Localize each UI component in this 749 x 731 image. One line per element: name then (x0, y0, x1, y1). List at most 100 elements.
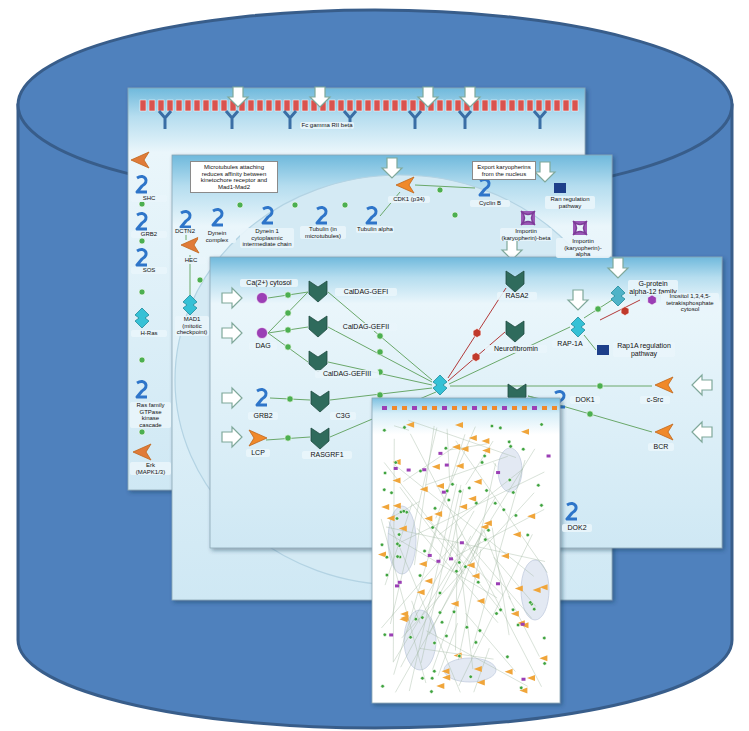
interaction-line (389, 521, 460, 692)
mini-enzyme (434, 511, 442, 517)
dot (447, 498, 451, 502)
interaction-line (492, 528, 509, 636)
interaction-line (268, 292, 308, 333)
interaction-line (436, 427, 476, 519)
membrane-segment (491, 100, 497, 111)
mini-enzyme (468, 496, 476, 502)
protein-label: LCP (246, 449, 270, 457)
dot (595, 306, 601, 312)
dot (540, 423, 544, 427)
membrane-segment (527, 100, 533, 111)
membrane-segment (203, 100, 209, 111)
mini-enzyme (400, 611, 408, 617)
mini-icon (445, 464, 449, 467)
dot (537, 484, 541, 488)
mini-enzyme (527, 675, 535, 681)
protein-icon (137, 177, 147, 192)
protein-icon (137, 214, 147, 229)
membrane-segment (158, 100, 164, 111)
mini-enzyme (539, 655, 547, 661)
protein-label: Dynein 1 cytoplasmic intermediate chain (240, 228, 294, 248)
input-arrow (222, 288, 242, 308)
interaction-line (458, 449, 534, 572)
input-arrow (222, 323, 242, 343)
membrane-segment (446, 100, 452, 111)
mini-enzyme (521, 429, 529, 435)
protein-label: DOK1 (570, 396, 600, 404)
hexagon-marker (473, 329, 481, 338)
mini-enzyme (472, 573, 480, 579)
mini-enzyme (381, 504, 389, 510)
hexagon-marker (621, 307, 629, 316)
mini-enzyme (474, 666, 482, 672)
receptor-icon (409, 111, 421, 129)
dot (480, 461, 484, 465)
dot (431, 526, 435, 530)
dot (457, 561, 461, 565)
dot (433, 507, 437, 511)
membrane-segment (266, 100, 272, 111)
enzyme-icon (133, 444, 151, 460)
dot (469, 675, 473, 679)
membrane-segment (554, 100, 560, 111)
dot (423, 549, 427, 553)
membrane-segment (302, 100, 308, 111)
protein-label: Inositol 1,3,4,5-tetrakisphosphate cytos… (661, 293, 719, 313)
protein-label: Dynein complex (198, 230, 236, 243)
protein-icon (367, 208, 377, 223)
database-cylinder (18, 10, 732, 728)
interaction-line (384, 462, 501, 611)
interaction-line (386, 527, 545, 562)
dot (502, 508, 506, 512)
mini-icon (542, 406, 547, 410)
dot (383, 428, 387, 432)
membrane-segment (518, 100, 524, 111)
mini-icon (402, 406, 407, 410)
dot (257, 293, 268, 304)
mini-enzyme (432, 464, 440, 470)
dot (465, 625, 469, 629)
dot (380, 543, 384, 547)
dot (430, 690, 434, 694)
protein-label: CalDAG-GEFIII (315, 370, 379, 378)
mini-enzyme (393, 477, 401, 483)
mini-enzyme (469, 435, 477, 441)
membrane-segment (329, 100, 335, 111)
input-arrow (382, 158, 402, 178)
interaction-line (393, 439, 395, 662)
membrane-segment (176, 100, 182, 111)
membrane-segment (563, 100, 569, 111)
dot (385, 573, 389, 577)
mini-enzyme (393, 503, 401, 509)
interaction-line (408, 420, 516, 457)
membrane-segment (167, 100, 173, 111)
protein-label: c-Src (640, 396, 670, 404)
dot (385, 555, 389, 559)
mini-enzyme (424, 516, 432, 522)
mini-icon (452, 406, 457, 410)
interaction-line (448, 288, 506, 378)
protein-label: Cyclin B (470, 200, 510, 207)
interaction-line (427, 631, 528, 686)
protein-icon (137, 382, 147, 397)
protein-icon (137, 250, 147, 265)
mini-enzyme (527, 513, 535, 519)
pathway-map-panel (372, 398, 560, 703)
interaction-line (438, 623, 458, 676)
dot (382, 488, 386, 492)
receptor-icon (284, 111, 296, 129)
receptor-icon (159, 111, 171, 129)
input-arrow (608, 258, 628, 278)
protein-icon (257, 390, 267, 405)
interaction-line (401, 472, 545, 542)
gtpase-icon (611, 286, 625, 306)
transporter-icon (573, 221, 587, 235)
mini-enzyme (474, 479, 482, 485)
interaction-line (414, 426, 434, 565)
mini-enzyme (456, 463, 464, 469)
dot (437, 187, 443, 193)
dot (455, 569, 459, 573)
interaction-line (459, 534, 533, 686)
protein-label: RASA2 (497, 292, 537, 300)
